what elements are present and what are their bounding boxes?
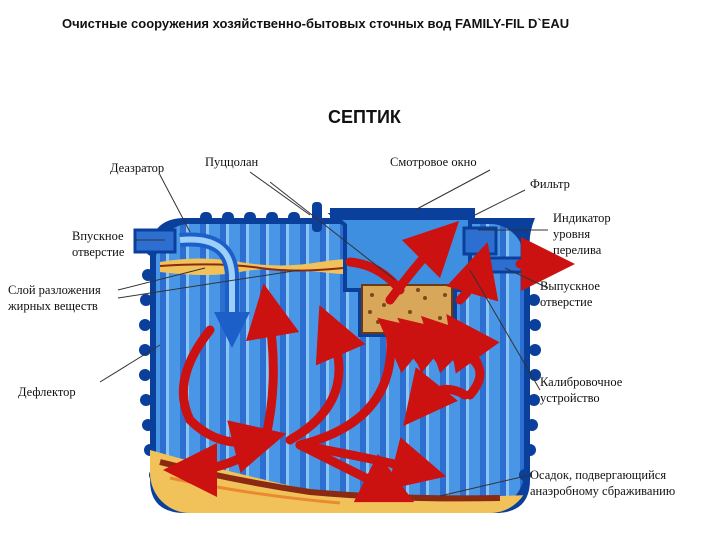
flow-arrows	[163, 220, 575, 503]
label-deflector: Дефлектор	[18, 385, 76, 399]
label-inlet: Впускное отверстие	[72, 229, 125, 259]
diagram-subtitle: СЕПТИК	[328, 107, 401, 127]
filter-media	[361, 284, 453, 334]
label-puzzolan: Пуццолан	[205, 155, 259, 169]
inlet-pipe	[133, 228, 250, 348]
label-grease-layer: Слой разложения жирных веществ	[8, 283, 101, 313]
label-overflow-indicator: Индикатор уровня перелива	[553, 211, 611, 257]
vent-post	[312, 202, 322, 232]
label-inspection-window: Смотровое окно	[390, 155, 477, 169]
label-calibration-device: Калибровочное устройство	[540, 375, 623, 405]
label-deaerator: Деазратор	[110, 161, 165, 175]
leader-lines	[99, 169, 549, 497]
label-filter: Фильтр	[530, 177, 570, 191]
label-outlet: Выпускное отверстие	[540, 279, 600, 309]
diagram-title: Очистные сооружения хозяйственно-бытовых…	[62, 16, 570, 31]
label-sediment: Осадок, подвергающийся анаэробному сбраж…	[530, 468, 676, 498]
overflow-box	[462, 226, 498, 256]
